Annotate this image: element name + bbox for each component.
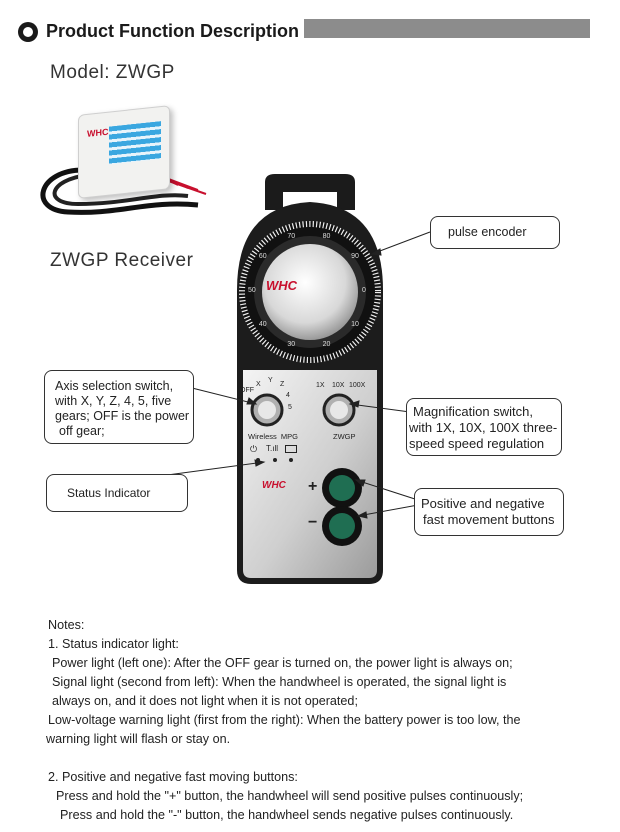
axis-5-label: 5 [288,404,292,411]
callout-axis-line: with X, Y, Z, 4, 5, five [55,394,172,408]
axis-y-label: Y [268,377,273,384]
receiver-caption: ZWGP Receiver [50,250,194,271]
header-bar [304,19,590,38]
minus-label: − [308,514,318,531]
callout-status-indicator: Status Indicator [46,474,188,512]
notes-signal-b: always on, and it does not light when it… [52,694,358,708]
callout-magnification: Magnification switch, with 1X, 10X, 100X… [406,398,562,456]
callout-axis-line: gears; OFF is the power [55,409,190,423]
dial-number: 20 [322,341,331,349]
notes-lowvolt-b: warning light will flash or stay on. [46,732,231,746]
model-label: Model: ZWGP [50,62,175,83]
power-icon: ⏻ [250,444,258,454]
section-bullet-icon [18,22,38,42]
dial-number: 50 [248,287,256,294]
section-title: Product Function Description [46,21,300,41]
callout-mag-line: Magnification switch, [413,404,533,419]
axis-z-label: Z [280,381,285,388]
notes-plus: Press and hold the "+" button, the handw… [56,789,524,803]
notes-lowvolt-a: Low-voltage warning light (first from th… [48,713,521,727]
panel-brand-logo: WHC [262,480,286,491]
model-panel-label: ZWGP [333,432,356,441]
handwheel-device [237,174,383,584]
notes-minus: Press and hold the "-" button, the handw… [60,808,514,822]
axis-x-label: X [256,381,261,388]
callout-axis-line: off gear; [59,424,105,438]
notes-power: Power light (left one): After the OFF ge… [52,656,513,670]
mag-100x-label: 100X [349,382,366,389]
plus-label: + [308,478,318,495]
callout-fast-buttons: Positive and negative fast movement butt… [414,488,564,536]
dial-number: 90 [351,253,359,261]
callout-pulse-encoder: pulse encoder [430,216,560,249]
callout-pulse-encoder-text: pulse encoder [448,225,527,239]
notes-s1-title: 1. Status indicator light: [48,637,179,651]
notes-signal-a: Signal light (second from left): When th… [52,675,507,689]
callout-fast-line: fast movement buttons [423,512,555,527]
dial-number: 10 [351,320,359,328]
mode-label: Wireless MPG [248,432,299,441]
dial-number: 70 [287,232,296,240]
notes-section: Notes: 1. Status indicator light: Power … [46,616,608,825]
dial-number: 30 [287,341,296,349]
dial-number: 40 [258,320,267,328]
handwheel-brand-logo: WHC [266,278,298,293]
mag-1x-label: 1X [316,382,325,389]
callout-fast-line: Positive and negative [421,496,545,511]
notes-heading: Notes: [48,618,85,632]
signal-icon: T.ıll [266,444,278,453]
callout-axis-switch: Axis selection switch, with X, Y, Z, 4, … [44,370,194,444]
dial-number: 0 [362,287,366,294]
battery-icon [285,445,297,453]
callout-mag-line: with 1X, 10X, 100X three- [409,420,558,435]
axis-4-label: 4 [286,392,290,399]
dial-number: 60 [258,253,267,261]
notes-spacer [48,749,608,768]
notes-s2-title: 2. Positive and negative fast moving but… [48,770,298,784]
callout-axis-line: Axis selection switch, [55,379,174,393]
axis-off-label: OFF [240,387,254,394]
callout-mag-line: speed speed regulation [409,436,545,451]
leader-lines [129,231,431,519]
mag-10x-label: 10X [332,382,345,389]
dial-number: 80 [322,232,331,240]
callout-status-text: Status Indicator [67,486,151,500]
